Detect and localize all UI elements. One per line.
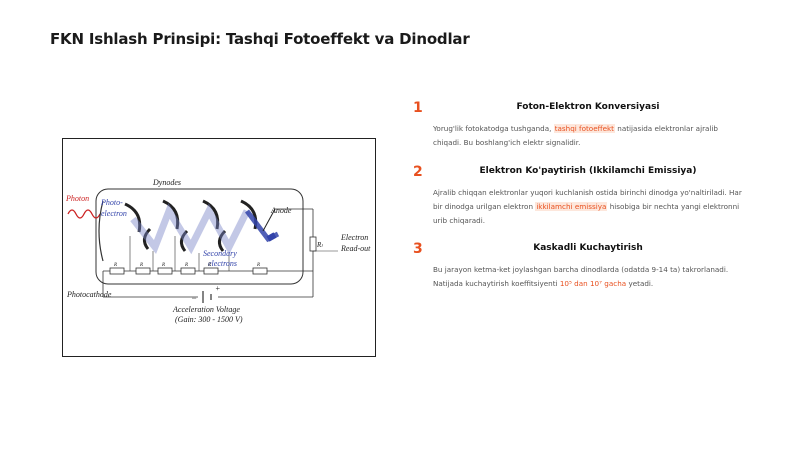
photon-label: Photon (65, 194, 89, 203)
load-resistor (309, 236, 317, 252)
highlight-term: 10⁵ dan 10⁷ gacha (559, 279, 627, 288)
step-text: hisobiga bir nechta yangi elektronni uri… (433, 202, 740, 225)
acceleration-voltage-label: Acceleration Voltage (172, 305, 240, 314)
step-title: Elektron Ko'paytirish (Ikkilamchi Emissi… (479, 166, 697, 176)
dynode-3 (162, 199, 180, 230)
step-title: Kaskadli Kuchaytirish (533, 243, 643, 253)
resistor-label: R (184, 263, 188, 268)
resistor-5 (203, 267, 219, 275)
dynode-6 (218, 229, 227, 252)
step-body: Yorug'lik fotokatodga tushganda, tashqi … (433, 122, 743, 150)
resistor-3 (157, 267, 173, 275)
photon-wave (67, 209, 101, 219)
pmt-diagram: Photon Photo- electron Dynodes Anode Sec… (62, 138, 376, 357)
secondary-electrons-label-1: Secondary (203, 249, 237, 258)
step-number: 3 (413, 241, 423, 257)
resistor-label: R (139, 263, 143, 268)
step-number: 2 (413, 164, 423, 180)
pmt-schematic: Photon Photo- electron Dynodes Anode Sec… (65, 178, 371, 324)
step-text: natijasida elektronlar ajralib chiqadi. … (433, 124, 718, 147)
gain-label: (Gain: 300 - 1500 V) (175, 315, 243, 324)
resistor-label: R (256, 263, 260, 268)
resistor-label: R (113, 263, 117, 268)
resistor-6 (252, 267, 268, 275)
anode-label: Anode (270, 206, 292, 215)
dynode-5 (202, 199, 220, 230)
resistor-2 (135, 267, 151, 275)
anode-beam (266, 232, 277, 242)
page-title: FKN Ishlash Prinsipi: Tashqi Fotoeffekt … (50, 30, 470, 48)
dynode-2 (143, 227, 152, 250)
anode (262, 208, 276, 232)
step-text: Yorug'lik fotokatodga tushganda, (433, 124, 552, 133)
step-title: Foton-Elektron Konversiyasi (516, 102, 660, 112)
resistor-4 (180, 267, 196, 275)
photo-electron-label-1: Photo- (100, 198, 123, 207)
step-number: 1 (413, 100, 423, 116)
electron-readout-label-2: Read-out (340, 244, 371, 253)
step-body: Ajralib chiqqan elektronlar yuqori kuchl… (433, 186, 743, 228)
dynodes-label: Dynodes (152, 178, 181, 187)
rl-label: Rₗ (316, 241, 323, 249)
dynode-4 (180, 229, 189, 252)
plus-sign: + (215, 284, 220, 293)
photocathode-label: Photocathode (66, 290, 112, 299)
electron-cascade-1 (130, 203, 251, 255)
resistor-1 (109, 267, 125, 275)
step-text: Bu jarayon ketma-ket joylashgan barcha d… (433, 265, 729, 288)
electron-readout-label-1: Electron (340, 233, 368, 242)
photo-electron-label-2: electron (101, 209, 127, 218)
highlight-term: ikkilamchi emissiya (535, 202, 608, 211)
tube-envelope (95, 188, 304, 285)
resistor-label: R (161, 263, 165, 268)
step-text: Ajralib chiqqan elektronlar yuqori kuchl… (433, 188, 742, 211)
dynode-1 (124, 202, 142, 233)
step-text: yetadi. (628, 279, 654, 288)
highlight-term: tashqi fotoeffekt (553, 124, 615, 133)
photocathode-arc (98, 200, 104, 262)
secondary-electrons-label-2: electrons (208, 259, 237, 268)
resistor-label: R (207, 263, 211, 268)
minus-sign: − (191, 293, 197, 303)
step-body: Bu jarayon ketma-ket joylashgan barcha d… (433, 263, 743, 291)
